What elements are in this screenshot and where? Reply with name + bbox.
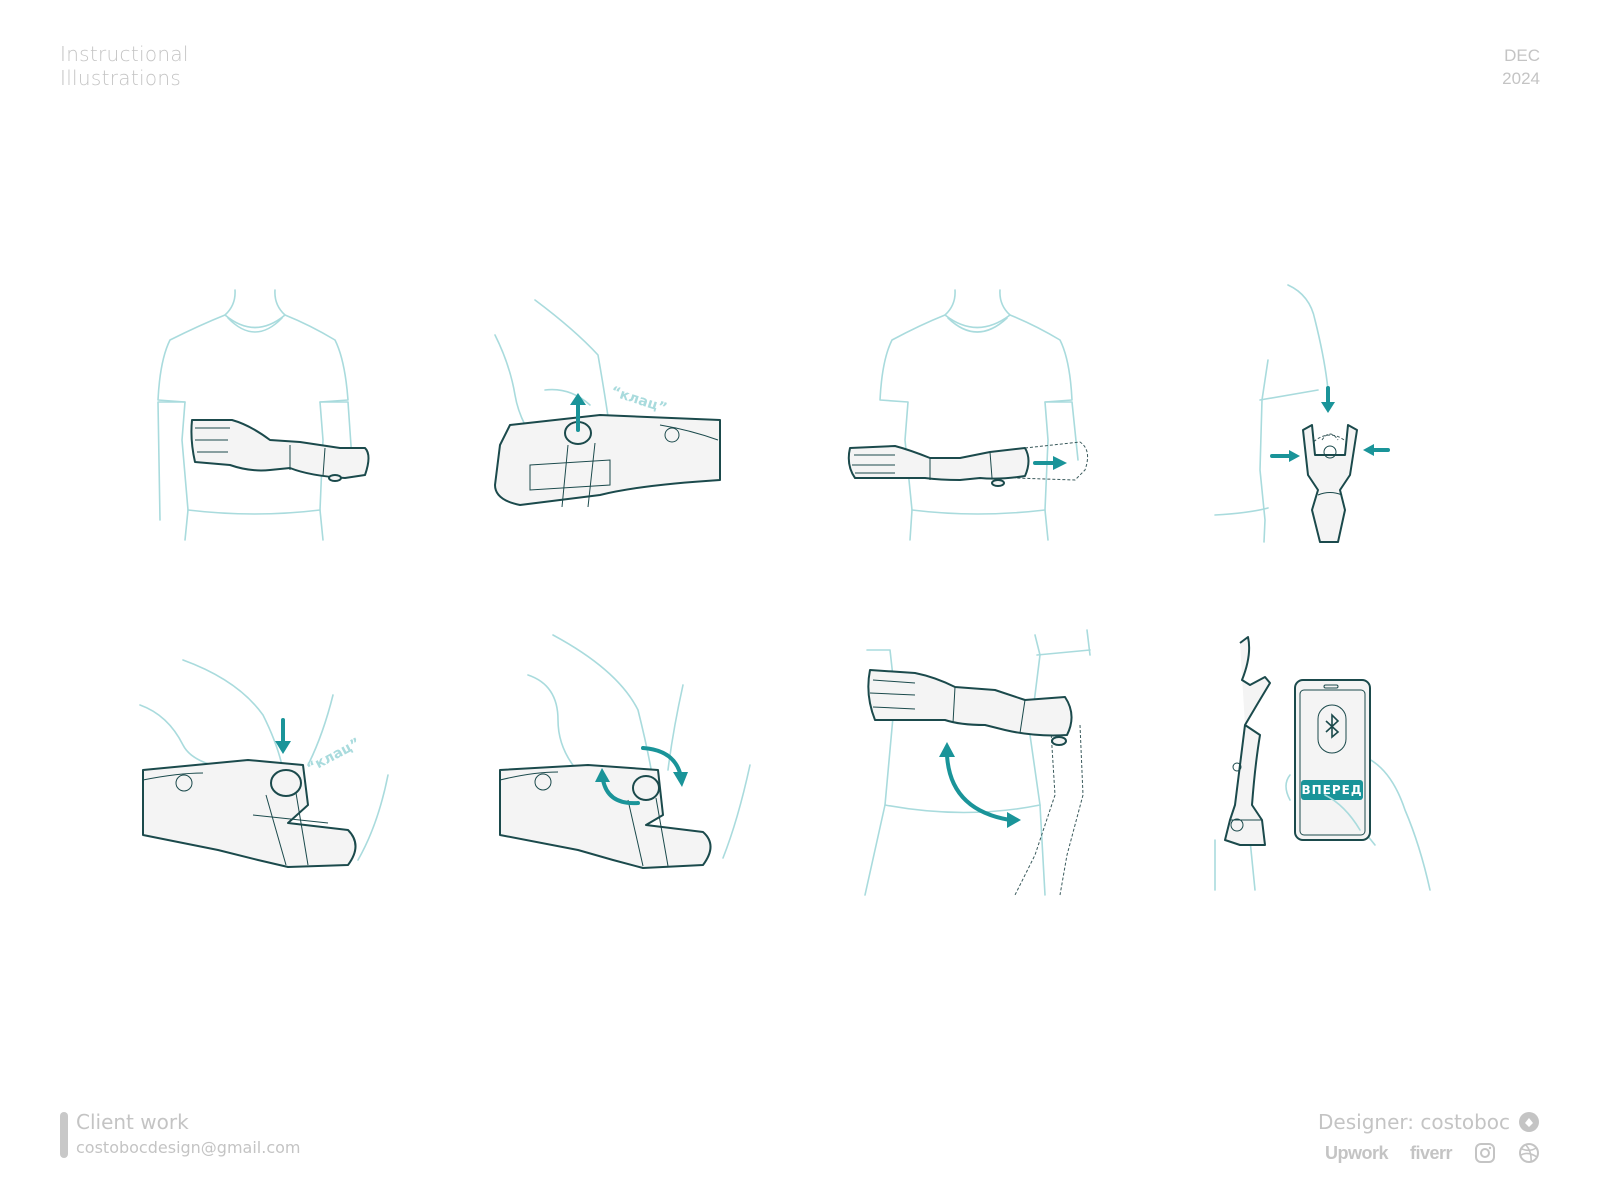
phone-app-illustration: ВПЕРЕД (1214, 636, 1431, 891)
illustration-panel-3 (840, 280, 1110, 560)
socket-device (1302, 424, 1358, 543)
illustration-panel-7 (855, 625, 1115, 905)
arm-swing-illustration (864, 629, 1091, 896)
valve-rotate-illustration (499, 634, 751, 869)
socket-compression-illustration (1214, 284, 1390, 543)
email-link[interactable]: costobocdesign@gmail.com (76, 1138, 301, 1157)
fiverr-link[interactable]: fiverr (1409, 1142, 1453, 1163)
designer-label: Designer: costoboc (1318, 1110, 1510, 1134)
upwork-link[interactable]: Upwork (1324, 1142, 1389, 1163)
bluetooth-button-outline[interactable] (1317, 704, 1347, 754)
illustration-panel-6 (498, 630, 758, 880)
prosthetic-hand-upright (1224, 636, 1271, 846)
smartphone: ВПЕРЕД (1294, 679, 1371, 841)
prosthetic-arm (190, 419, 370, 482)
torso-arm-illustration (157, 289, 370, 541)
footer-designer-info: Designer: costoboc Upwork fiverr (1318, 1110, 1540, 1164)
prosthetic-arm (847, 445, 1030, 487)
arrow-up (570, 393, 586, 432)
illustration-panel-2: “клац” (490, 295, 730, 525)
sound-text-click: “клац” (609, 384, 669, 417)
header-title-line1: Instructional (60, 42, 189, 66)
socket-device (499, 764, 712, 869)
arrows-compress (1270, 386, 1390, 462)
torso-arm-slide-illustration (847, 289, 1089, 541)
socket-device (142, 759, 357, 868)
arrows-rotate (595, 746, 688, 806)
valve-press-illustration: “клац” (139, 659, 389, 868)
date-year: 2024 (1502, 69, 1540, 88)
header-date: DEC 2024 (1502, 44, 1540, 90)
illustration-panel-4 (1210, 280, 1410, 550)
client-work-label: Client work (76, 1110, 189, 1134)
illustration-panel-5: “клац” (138, 655, 398, 885)
illustration-panel-1 (140, 280, 400, 560)
footer-client-info: Client work costobocdesign@gmail.com (60, 1110, 301, 1160)
socket-device (494, 414, 721, 508)
arrow-curved-double (939, 742, 1021, 828)
arrow-down (275, 718, 291, 754)
footer-accent-bar (60, 1112, 68, 1158)
dribbble-icon[interactable] (1518, 1142, 1540, 1164)
instagram-icon[interactable] (1474, 1142, 1496, 1164)
date-month: DEC (1504, 46, 1540, 65)
illustration-panel-8: ВПЕРЕД (1210, 635, 1440, 895)
forward-button[interactable] (1301, 780, 1363, 800)
forward-button-label: ВПЕРЕД (1301, 783, 1362, 797)
valve-pull-illustration: “клац” (494, 299, 721, 508)
header-title-line2: Illustrations (60, 66, 182, 90)
costoboc-logo-icon[interactable] (1518, 1111, 1540, 1133)
arrow-right (1033, 456, 1067, 470)
prosthetic-arm (867, 669, 1073, 746)
header-title: Instructional Illustrations (60, 42, 189, 90)
bluetooth-icon (1325, 713, 1340, 739)
